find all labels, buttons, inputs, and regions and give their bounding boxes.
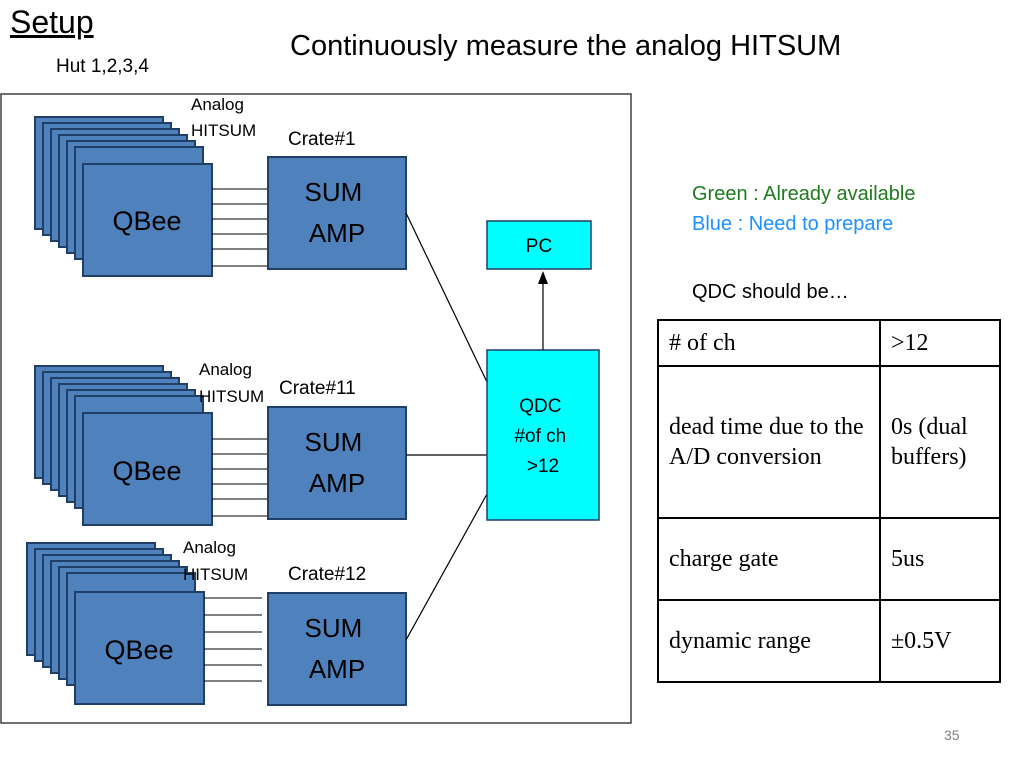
signal-cables-crate11 bbox=[212, 438, 268, 517]
table-row: charge gate 5us bbox=[657, 517, 1001, 601]
diagram-frame bbox=[0, 93, 632, 724]
signal-cables-crate12 bbox=[204, 597, 262, 682]
setup-heading: Setup bbox=[10, 4, 94, 40]
qbee-stack-crate1: QBee bbox=[34, 116, 213, 277]
qbee-label: QBee bbox=[104, 635, 173, 665]
table-row: dynamic range ±0.5V bbox=[657, 599, 1001, 683]
sum-amp-crate11: SUM AMP bbox=[267, 406, 407, 520]
qbee-stack-crate11: QBee bbox=[34, 365, 213, 526]
page-number: 35 bbox=[944, 727, 960, 743]
qbee-label: QBee bbox=[112, 456, 181, 486]
qbee-stack-crate12: QBee bbox=[26, 542, 205, 705]
requirement-value: >12 bbox=[879, 319, 1001, 367]
analog-hitsum-label-crate11: Analog HITSUM bbox=[199, 360, 264, 406]
svg-text:SUM AMP: SUM AMP bbox=[304, 177, 369, 248]
legend-blue: Blue : Need to prepare bbox=[692, 213, 894, 235]
svg-text:SUM AMP: SUM AMP bbox=[304, 427, 369, 498]
pc-module: PC bbox=[486, 220, 592, 270]
table-row: dead time due to the A/D conversion 0s (… bbox=[657, 365, 1001, 519]
analog-hitsum-label-crate12: Analog HITSUM bbox=[183, 538, 248, 584]
hut-label: Hut 1,2,3,4 bbox=[56, 56, 149, 77]
qdc-requirements-table: # of ch >12 dead time due to the A/D con… bbox=[657, 319, 1001, 683]
requirement-value: 5us bbox=[879, 517, 1001, 601]
connector-crate12-qdc bbox=[405, 493, 488, 641]
sum-amp-crate12: SUM AMP bbox=[267, 592, 407, 706]
requirement-name: # of ch bbox=[657, 319, 881, 367]
signal-cables-crate1 bbox=[212, 188, 268, 267]
qdc-requirements-heading: QDC should be… bbox=[692, 281, 849, 303]
table-row: # of ch >12 bbox=[657, 319, 1001, 367]
qbee-label: QBee bbox=[112, 206, 181, 236]
requirement-name: charge gate bbox=[657, 517, 881, 601]
requirement-value: 0s (dual buffers) bbox=[879, 365, 1001, 519]
legend-green: Green : Already available bbox=[692, 183, 916, 205]
svg-text:SUM AMP: SUM AMP bbox=[304, 613, 369, 684]
connector-crate1-qdc bbox=[405, 212, 488, 383]
qdc-module: QDC #of ch >12 bbox=[486, 349, 600, 521]
requirement-value: ±0.5V bbox=[879, 599, 1001, 683]
requirement-name: dynamic range bbox=[657, 599, 881, 683]
crate-label: Crate#1 bbox=[288, 129, 356, 150]
requirement-name: dead time due to the A/D conversion bbox=[657, 365, 881, 519]
sum-amp-crate1: SUM AMP bbox=[267, 156, 407, 270]
crate-label: Crate#11 bbox=[279, 378, 356, 399]
crate-label: Crate#12 bbox=[288, 564, 366, 585]
svg-text:QDC #of ch >12: QDC #of ch >12 bbox=[514, 396, 571, 477]
arrow-head bbox=[538, 271, 548, 284]
analog-hitsum-label-crate1: Analog HITSUM bbox=[191, 95, 256, 140]
page-title: Continuously measure the analog HITSUM bbox=[290, 30, 842, 62]
svg-text:PC: PC bbox=[526, 236, 552, 257]
